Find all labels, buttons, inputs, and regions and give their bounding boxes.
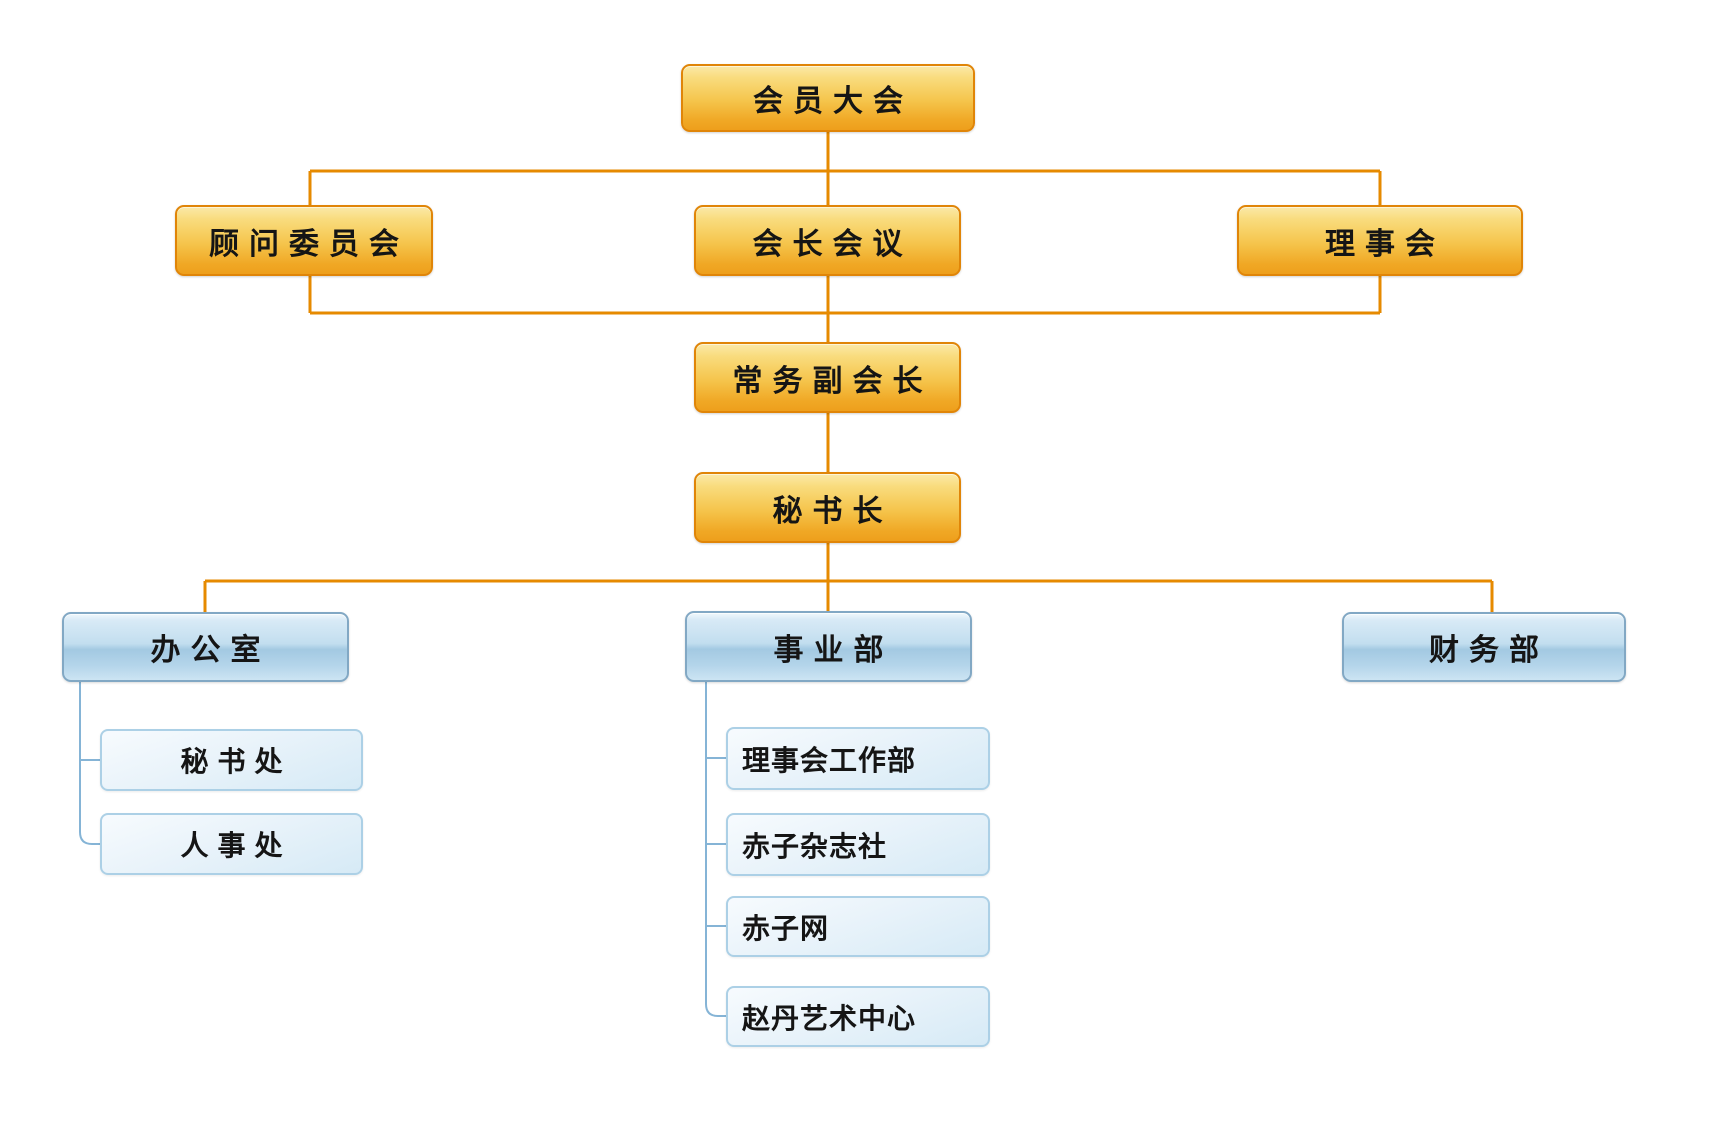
node-business-division: 事业部 [685,611,972,682]
node-chizi-net: 赤子网 [726,896,990,957]
node-office: 办公室 [62,612,349,682]
node-advisory-committee: 顾问委员会 [175,205,433,276]
node-executive-vice-president: 常务副会长 [694,342,961,413]
line-business-trunk [705,682,726,1017]
node-president-meeting: 会长会议 [694,205,961,276]
node-zhaodan-art-center: 赵丹艺术中心 [726,986,990,1047]
node-personnel-office: 人事处 [100,813,363,875]
blue-connectors [79,682,726,1017]
node-council: 理事会 [1237,205,1523,276]
line-office-trunk [79,682,100,845]
orange-connectors [203,132,1494,612]
node-finance-department: 财务部 [1342,612,1626,682]
node-secretariat: 秘书处 [100,729,363,791]
node-council-work-department: 理事会工作部 [726,727,990,790]
node-member-assembly: 会员大会 [681,64,975,132]
node-secretary-general: 秘书长 [694,472,961,543]
node-chizi-magazine: 赤子杂志社 [726,813,990,876]
